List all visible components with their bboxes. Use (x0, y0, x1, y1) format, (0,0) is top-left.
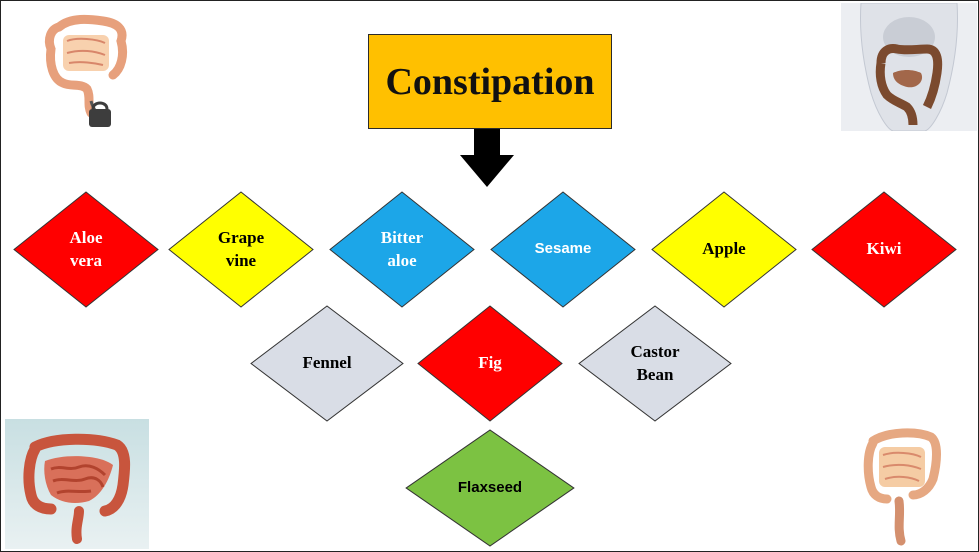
herb-diamond-apple: Apple (651, 191, 797, 308)
herb-diamond-flaxseed: Flaxseed (405, 429, 575, 547)
herb-diamond-fennel: Fennel (250, 305, 404, 422)
herb-label: Fennel (302, 353, 352, 373)
colon-outline-icon (859, 423, 943, 549)
herb-diamond-aloe-vera: Aloe vera (13, 191, 159, 308)
herb-diamond-fig: Fig (417, 305, 563, 422)
title-text: Constipation (385, 60, 595, 103)
herb-label: Sesame (534, 240, 592, 258)
herb-label: Apple (702, 239, 746, 259)
herb-label: Aloe vera (69, 227, 103, 270)
herb-label: Kiwi (866, 239, 902, 259)
herb-label: Castor Bean (630, 341, 680, 384)
large-intestine-icon (5, 419, 149, 549)
herb-label: Bitter aloe (380, 227, 424, 270)
down-arrow-icon (460, 129, 514, 187)
herb-diamond-bitter-aloe: Bitter aloe (329, 191, 475, 308)
torso-with-colon-icon (841, 3, 977, 131)
herb-diamond-grape-vine: Grape vine (168, 191, 314, 308)
herb-diamond-castor-bean: Castor Bean (578, 305, 732, 422)
title-box: Constipation (368, 34, 612, 129)
herb-diamond-kiwi: Kiwi (811, 191, 957, 308)
intestine-with-padlock-icon (41, 9, 133, 131)
herb-label: Grape vine (217, 227, 265, 270)
herb-label: Flaxseed (457, 478, 523, 496)
herb-diamond-sesame: Sesame (490, 191, 636, 308)
herb-label: Fig (478, 353, 502, 373)
